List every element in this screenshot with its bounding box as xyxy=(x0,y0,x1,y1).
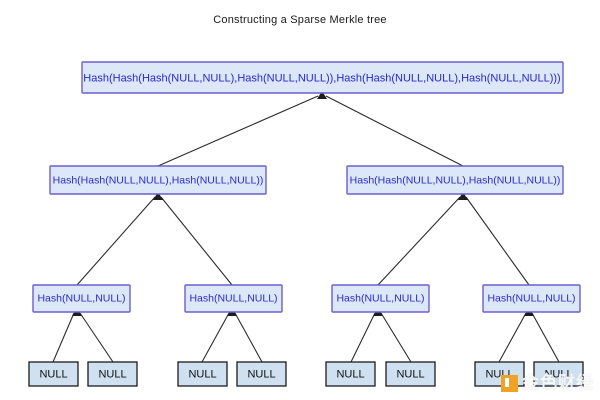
node-leaf-1[interactable]: NULL xyxy=(87,361,138,387)
node-leaf-6[interactable]: NULL xyxy=(474,361,525,387)
node-leaf-4-label: NULL xyxy=(336,368,364,380)
node-leaf-7[interactable]: NULL xyxy=(533,361,584,387)
edge-l3a-left xyxy=(52,312,75,363)
node-leaf-2-label: NULL xyxy=(188,368,216,380)
edge-group-level3-to-leaves xyxy=(52,308,560,363)
node-leaf-5[interactable]: NULL xyxy=(385,361,436,387)
edge-l3a-right xyxy=(79,312,114,363)
arrow-head-l2-left xyxy=(153,192,163,200)
node-level2-0[interactable]: Hash(Hash(NULL,NULL),Hash(NULL,NULL)) xyxy=(49,165,267,195)
edge-l3d-right xyxy=(531,312,560,363)
edge-l3c-right xyxy=(380,312,412,363)
node-leaf-5-label: NULL xyxy=(396,368,424,380)
edge-l2right-left xyxy=(377,196,461,286)
edge-group-l2right-to-level3 xyxy=(377,192,530,286)
node-leaf-1-label: NULL xyxy=(98,368,126,380)
node-leaf-0[interactable]: NULL xyxy=(28,361,79,387)
arrow-head-root xyxy=(317,91,327,99)
node-leaf-7-label: NULL xyxy=(544,368,572,380)
node-level3-1[interactable]: Hash(NULL,NULL) xyxy=(184,284,283,313)
node-level3-3-label: Hash(NULL,NULL) xyxy=(487,292,575,304)
node-leaf-6-label: NULL xyxy=(485,368,513,380)
page-title: Constructing a Sparse Merkle tree xyxy=(213,14,387,26)
arrow-head-l2-right xyxy=(458,192,468,200)
node-level3-2[interactable]: Hash(NULL,NULL) xyxy=(331,284,430,313)
node-leaf-3[interactable]: NULL xyxy=(236,361,287,387)
node-level3-2-label: Hash(NULL,NULL) xyxy=(336,292,424,304)
edge-l3b-right xyxy=(234,312,263,363)
edge-l3b-left xyxy=(201,312,230,363)
node-level3-0-label: Hash(NULL,NULL) xyxy=(37,292,125,304)
node-level3-1-label: Hash(NULL,NULL) xyxy=(189,292,277,304)
node-leaf-3-label: NULL xyxy=(247,368,275,380)
node-leaf-2[interactable]: NULL xyxy=(177,361,228,387)
edge-root-left xyxy=(157,95,319,167)
node-leaf-4[interactable]: NULL xyxy=(325,361,376,387)
node-root-label: Hash(Hash(Hash(NULL,NULL),Hash(NULL,NULL… xyxy=(83,72,560,84)
node-root[interactable]: Hash(Hash(Hash(NULL,NULL),Hash(NULL,NULL… xyxy=(81,61,564,94)
edge-group-l2left-to-level3 xyxy=(76,192,233,286)
edge-l3c-left xyxy=(350,312,376,363)
edge-l2right-right xyxy=(465,196,530,286)
node-level2-1[interactable]: Hash(Hash(NULL,NULL),Hash(NULL,NULL)) xyxy=(346,165,564,195)
node-level2-1-label: Hash(Hash(NULL,NULL),Hash(NULL,NULL)) xyxy=(350,174,561,186)
edge-root-right xyxy=(325,95,464,167)
edge-l2left-left xyxy=(76,196,156,286)
node-leaf-0-label: NULL xyxy=(39,368,67,380)
node-level3-0[interactable]: Hash(NULL,NULL) xyxy=(32,284,131,313)
edge-l2left-right xyxy=(160,196,233,286)
edge-group-root-to-level2 xyxy=(157,91,464,167)
edge-l3d-left xyxy=(498,312,527,363)
node-level3-3[interactable]: Hash(NULL,NULL) xyxy=(482,284,581,313)
node-level2-0-label: Hash(Hash(NULL,NULL),Hash(NULL,NULL)) xyxy=(53,174,264,186)
